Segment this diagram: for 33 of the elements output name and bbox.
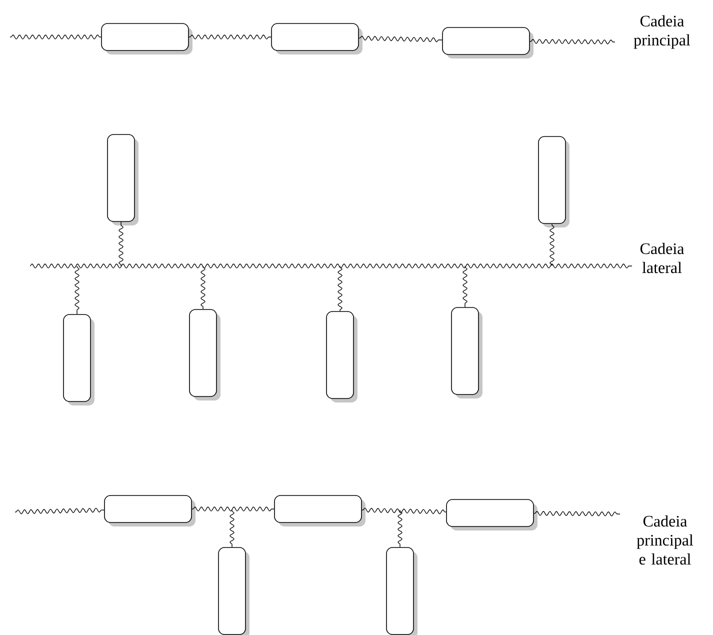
wavy-chain bbox=[118, 222, 124, 266]
mesogen-box bbox=[446, 499, 538, 530]
chain-label: Cadeia principal e lateral bbox=[636, 515, 694, 565]
mesogen-box bbox=[101, 23, 192, 54]
wavy-chain bbox=[188, 34, 272, 40]
wavy-chain bbox=[550, 224, 554, 266]
mesogen-box bbox=[274, 495, 366, 526]
chain-label: Cadeia lateral bbox=[640, 242, 684, 274]
mesogen-box bbox=[451, 307, 482, 398]
wavy-chain bbox=[230, 510, 234, 548]
wavy-chain bbox=[10, 34, 102, 40]
wavy-chain bbox=[462, 266, 468, 308]
wavy-chain bbox=[14, 508, 104, 514]
wavy-chain bbox=[358, 36, 442, 42]
wavy-chain bbox=[74, 266, 80, 314]
wavy-chain bbox=[338, 266, 342, 312]
mesogen-box bbox=[63, 314, 94, 406]
chain-label: Cadeia principal bbox=[634, 15, 690, 49]
mesogen-box bbox=[271, 23, 362, 54]
mesogen-box bbox=[442, 27, 534, 58]
mesogen-box bbox=[107, 134, 138, 226]
mesogen-box bbox=[538, 136, 570, 228]
mesogen-box bbox=[386, 547, 418, 635]
wavy-chain bbox=[398, 510, 402, 548]
mesogen-box bbox=[189, 309, 220, 400]
wavy-chain bbox=[530, 39, 616, 44]
wavy-chain bbox=[534, 511, 620, 516]
wavy-chain bbox=[200, 266, 206, 310]
mesogen-box bbox=[218, 547, 250, 635]
mesogen-box bbox=[104, 495, 196, 526]
mesogen-box bbox=[326, 311, 358, 402]
wavy-chain bbox=[362, 508, 446, 514]
wavy-chain bbox=[192, 506, 274, 512]
